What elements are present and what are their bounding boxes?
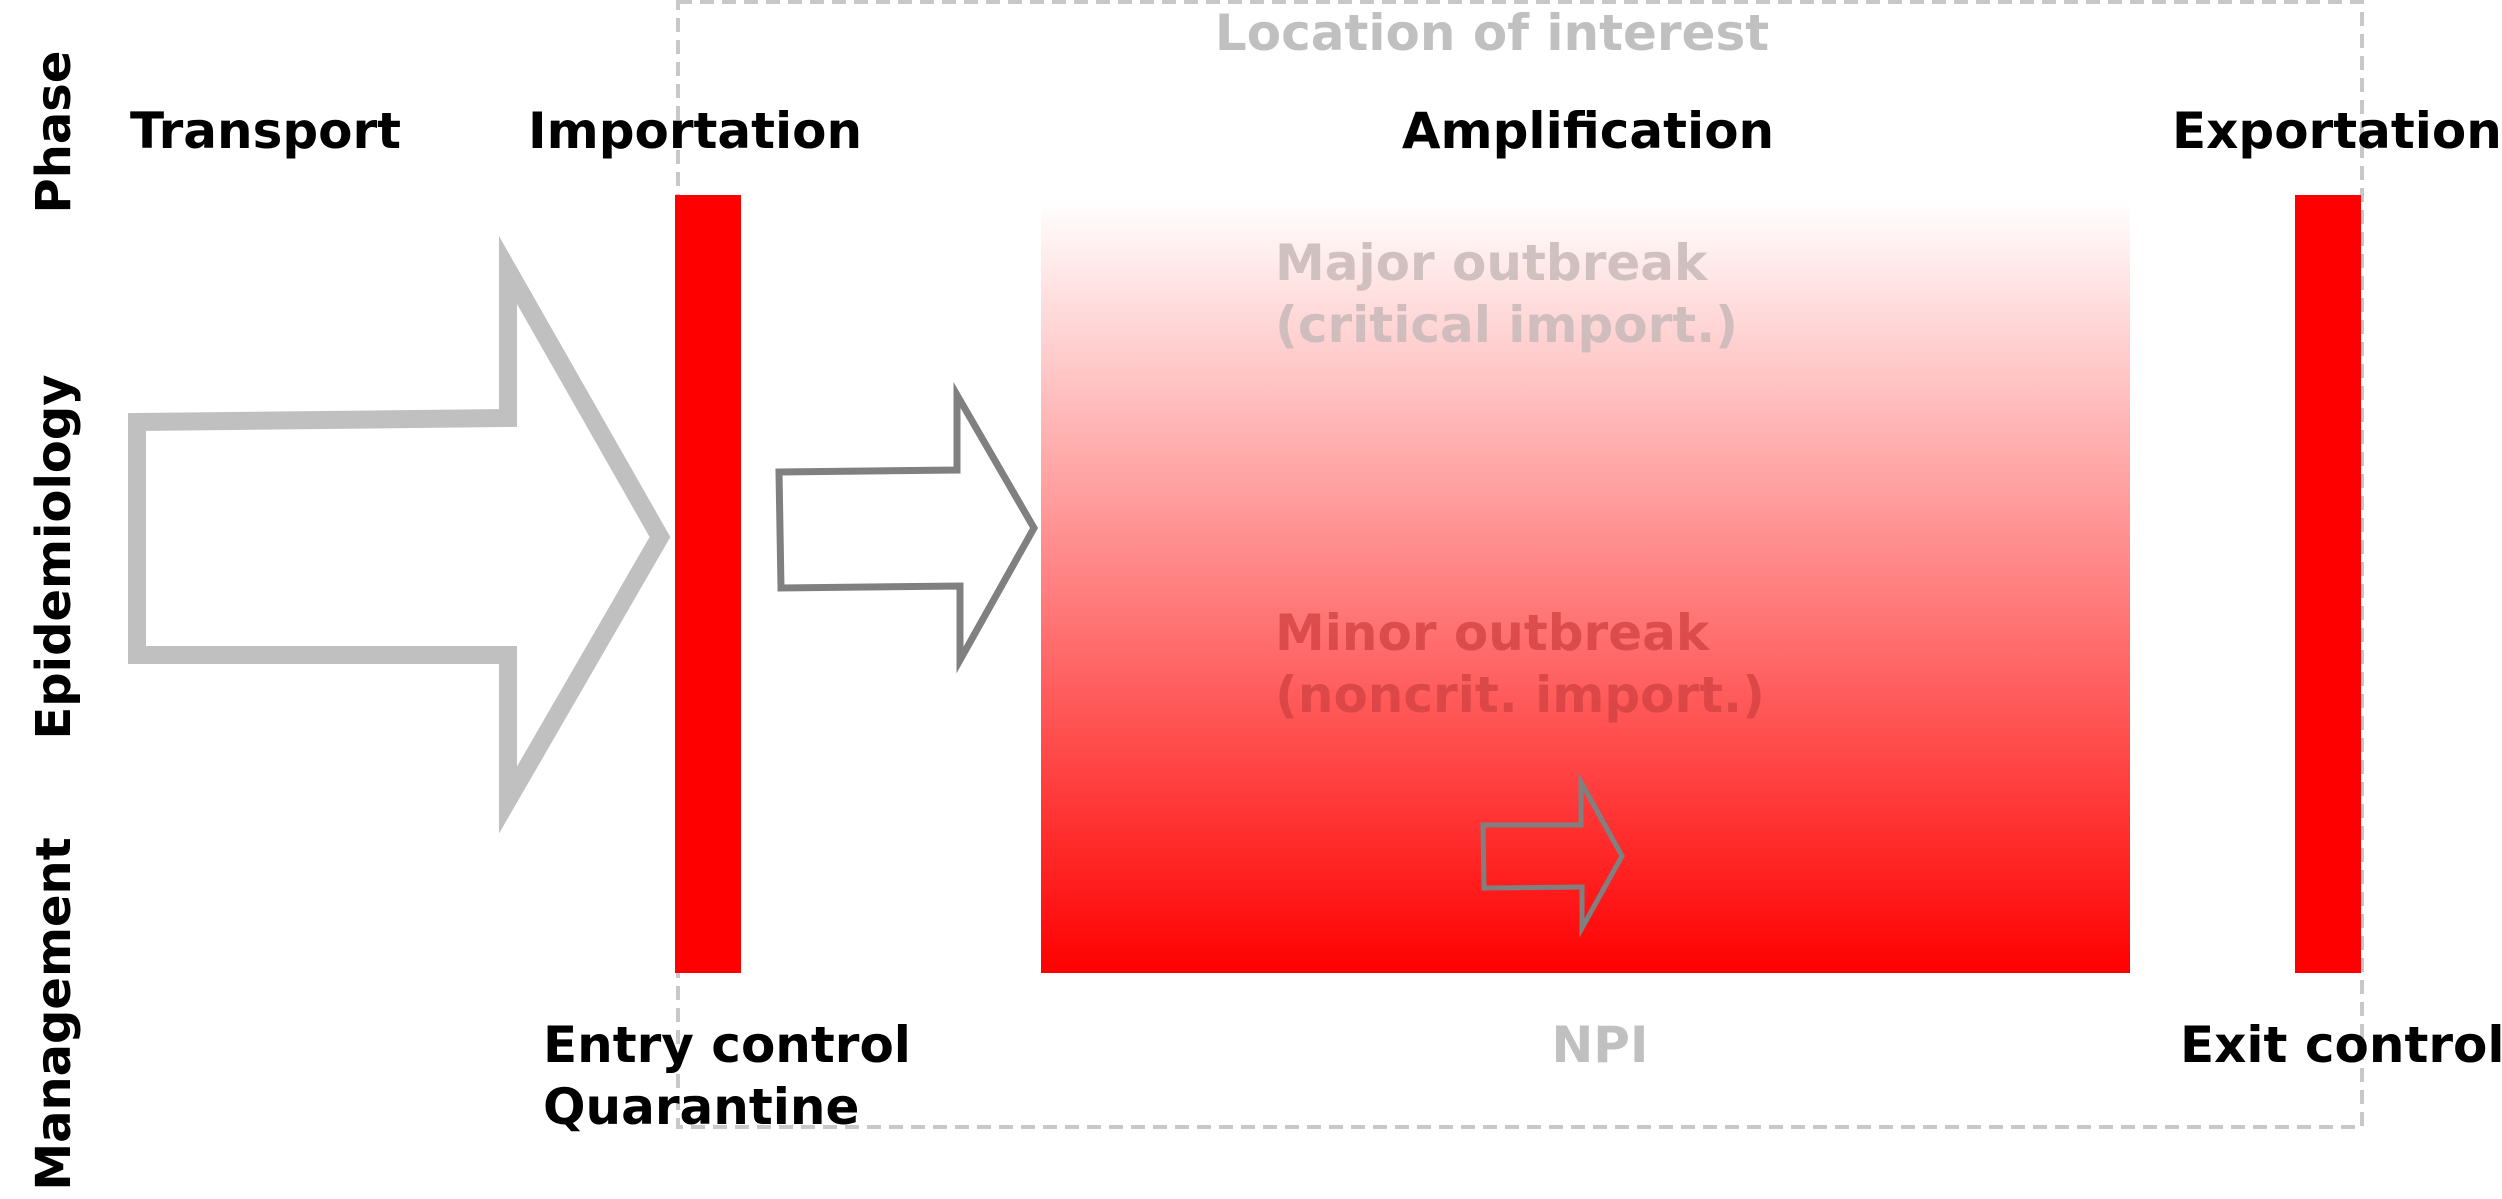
- phase-amplification: Amplification: [1402, 102, 1774, 160]
- row-label-management: Management: [26, 837, 82, 1190]
- row-label-phase: Phase: [26, 51, 82, 214]
- npi-label: NPI: [1551, 1016, 1648, 1074]
- amplification-arrow: [1480, 772, 1625, 938]
- major-outbreak-label: Major outbreak: [1275, 234, 1709, 292]
- minor-outbreak-label: Minor outbreak: [1275, 604, 1711, 662]
- major-outbreak-sublabel: (critical import.): [1275, 296, 1738, 354]
- quarantine-label: Quarantine: [543, 1078, 859, 1136]
- transport-arrow: [128, 235, 671, 834]
- entry-control-label: Entry control: [543, 1016, 911, 1074]
- exit-control-label: Exit control: [2180, 1016, 2502, 1074]
- row-label-epidemiology: Epidemiology: [26, 374, 82, 739]
- exit-barrier: [2295, 195, 2361, 973]
- phase-importation: Importation: [528, 102, 862, 160]
- location-of-interest-label: Location of interest: [1215, 4, 1769, 62]
- minor-outbreak-sublabel: (noncrit. import.): [1275, 666, 1765, 724]
- location-of-interest-region: [676, 0, 2364, 1129]
- phase-exportation: Exportation: [2172, 102, 2502, 160]
- phase-transport: Transport: [130, 102, 401, 160]
- importation-arrow: [775, 381, 1039, 674]
- amplification-block: [1041, 200, 2130, 973]
- entry-barrier: [675, 195, 741, 973]
